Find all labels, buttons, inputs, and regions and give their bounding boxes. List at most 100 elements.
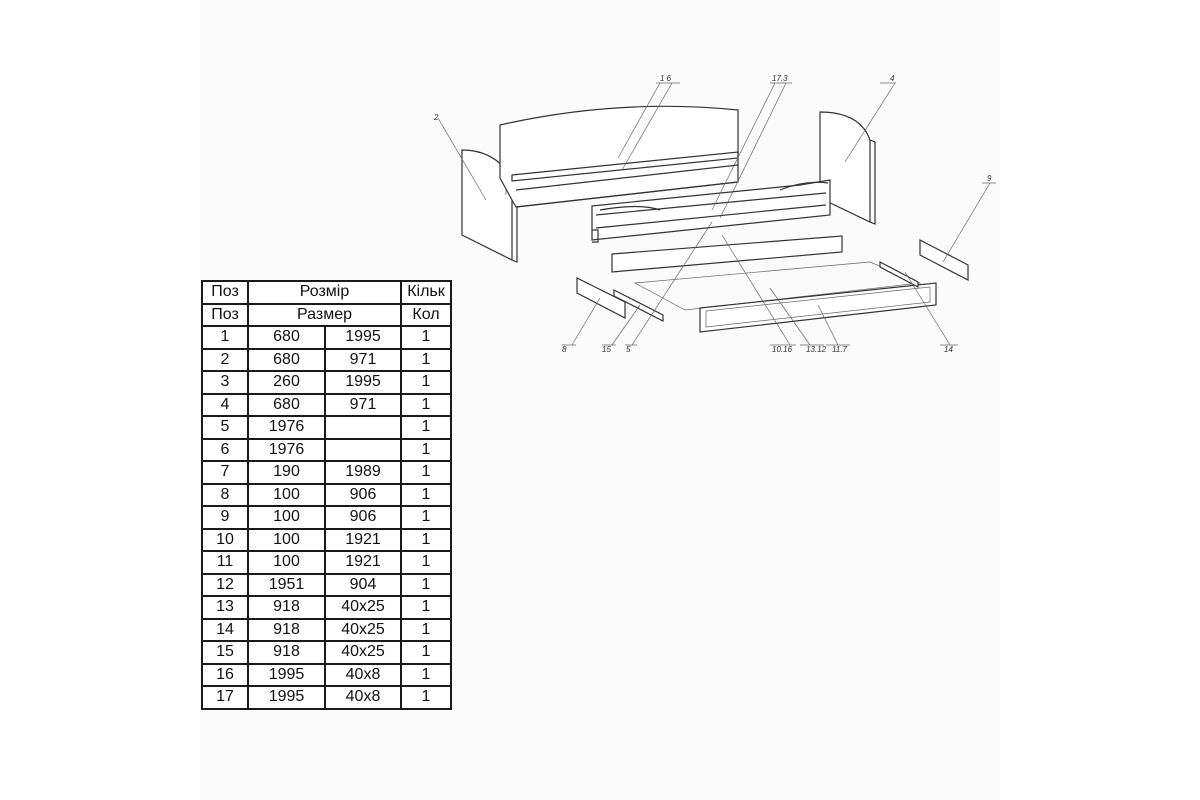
cell-size-a: 1995 xyxy=(247,662,326,687)
callout-14: 14 xyxy=(944,345,953,354)
cell-size-b: 1995 xyxy=(324,370,402,395)
cell-size-a: 190 xyxy=(247,460,326,485)
cell-size-b xyxy=(324,437,402,462)
part-4-right-side-panel xyxy=(819,111,876,225)
cell-size-a: 1976 xyxy=(247,415,326,440)
cell-qty: 1 xyxy=(400,415,452,440)
cell-size-b: 40x25 xyxy=(324,595,402,620)
header-qty-ru: Кол xyxy=(400,302,452,327)
cell-pos: 15 xyxy=(201,640,249,665)
cell-size-b: 40x25 xyxy=(324,640,402,665)
cell-size-a: 100 xyxy=(247,550,326,575)
callout-11-7: 11.7 xyxy=(832,345,848,354)
cell-pos: 16 xyxy=(201,662,249,687)
callout-17-3: 17.3 xyxy=(772,74,788,83)
part-10-board xyxy=(611,235,843,273)
cell-size-a: 1976 xyxy=(247,437,326,462)
callout-5: 5 xyxy=(626,345,631,354)
cell-size-b: 906 xyxy=(324,482,402,507)
cell-pos: 8 xyxy=(201,482,249,507)
cell-size-a: 680 xyxy=(247,392,326,417)
header-size-ua: Розмір xyxy=(247,280,402,305)
table-header-row-ua: Поз Розмір Кільк xyxy=(201,280,452,305)
callout-1-6: 1 6 xyxy=(660,74,672,83)
cell-size-a: 1995 xyxy=(247,685,326,710)
header-pos-ua: Поз xyxy=(201,280,249,305)
callout-2: 2 xyxy=(433,113,439,122)
part-3-front-rail xyxy=(591,179,831,243)
cell-pos: 14 xyxy=(201,617,249,642)
cell-qty: 1 xyxy=(400,685,452,710)
leader-lines xyxy=(437,82,996,346)
cell-size-b: 906 xyxy=(324,505,402,530)
cell-qty: 1 xyxy=(400,437,452,462)
cell-size-a: 100 xyxy=(247,482,326,507)
part-11-drawer-front xyxy=(699,282,937,333)
cell-pos: 4 xyxy=(201,392,249,417)
cell-qty: 1 xyxy=(400,392,452,417)
cell-pos: 9 xyxy=(201,505,249,530)
cell-size-a: 918 xyxy=(247,617,326,642)
cell-size-a: 918 xyxy=(247,640,326,665)
part-8-short-board xyxy=(576,277,626,319)
cell-qty: 1 xyxy=(400,550,452,575)
cell-size-b: 40x8 xyxy=(324,685,402,710)
cell-qty: 1 xyxy=(400,347,452,372)
cell-size-b: 40x8 xyxy=(324,662,402,687)
cell-size-a: 680 xyxy=(247,325,326,350)
cell-pos: 11 xyxy=(201,550,249,575)
cell-size-a: 1951 xyxy=(247,572,326,597)
table-header-row-ru: Поз Размер Кол xyxy=(201,302,452,327)
cell-qty: 1 xyxy=(400,640,452,665)
cell-size-a: 100 xyxy=(247,505,326,530)
callout-15: 15 xyxy=(602,345,611,354)
cell-size-a: 100 xyxy=(247,527,326,552)
cell-pos: 17 xyxy=(201,685,249,710)
cell-pos: 3 xyxy=(201,370,249,395)
cell-qty: 1 xyxy=(400,617,452,642)
cell-qty: 1 xyxy=(400,662,452,687)
part-14-rail xyxy=(879,261,919,288)
cell-qty: 1 xyxy=(400,460,452,485)
callout-8: 8 xyxy=(562,345,567,354)
callout-9: 9 xyxy=(987,174,992,183)
cell-pos: 1 xyxy=(201,325,249,350)
cell-qty: 1 xyxy=(400,595,452,620)
header-qty-ua: Кільк xyxy=(400,280,452,305)
callout-13-12: 13.12 xyxy=(806,345,827,354)
cell-size-b: 40x25 xyxy=(324,617,402,642)
cell-size-b: 1921 xyxy=(324,550,402,575)
part-12-bottom-plate xyxy=(633,261,922,311)
cell-qty: 1 xyxy=(400,505,452,530)
cell-pos: 2 xyxy=(201,347,249,372)
cell-qty: 1 xyxy=(400,370,452,395)
callout-10-16: 10.16 xyxy=(772,345,793,354)
cell-qty: 1 xyxy=(400,325,452,350)
callout-4: 4 xyxy=(890,74,895,83)
cell-pos: 5 xyxy=(201,415,249,440)
cell-size-b: 971 xyxy=(324,392,402,417)
cell-pos: 13 xyxy=(201,595,249,620)
header-pos-ru: Поз xyxy=(201,302,249,327)
header-size-ru: Размер xyxy=(247,302,402,327)
cell-size-b: 1989 xyxy=(324,460,402,485)
cell-pos: 7 xyxy=(201,460,249,485)
cell-size-b: 971 xyxy=(324,347,402,372)
